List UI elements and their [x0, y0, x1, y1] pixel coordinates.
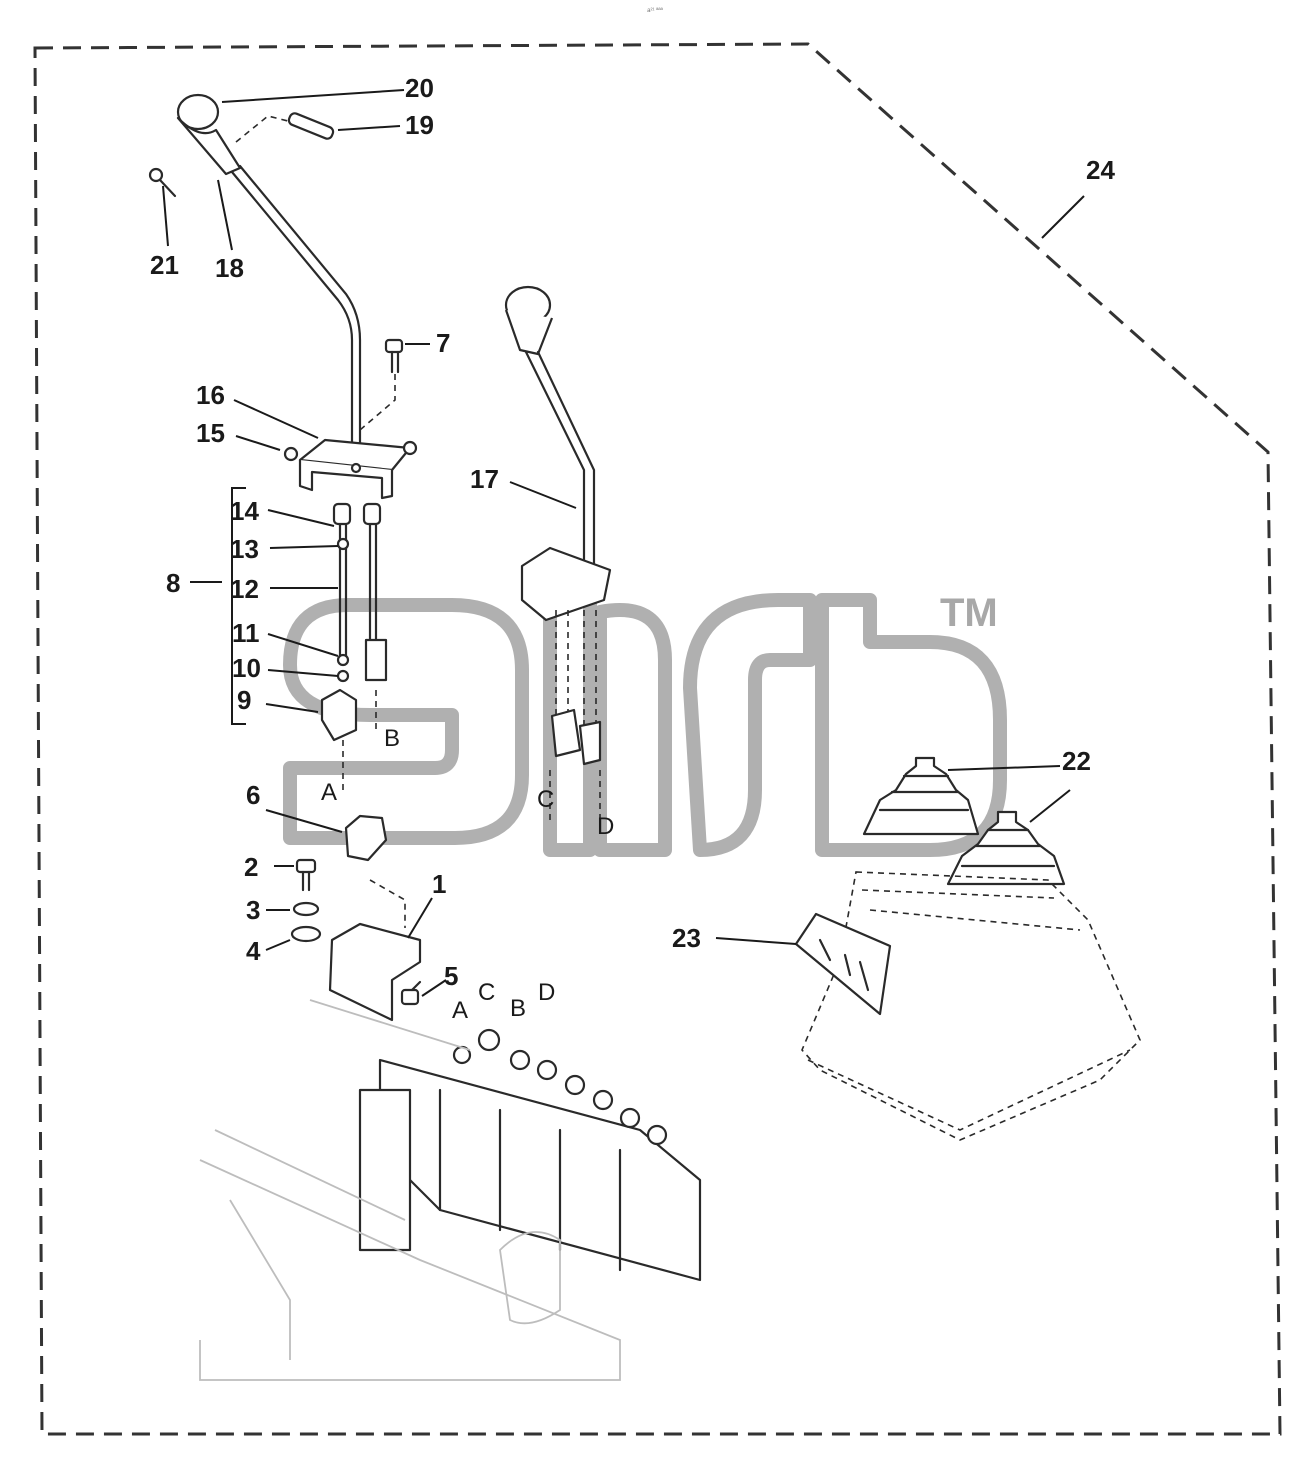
knob-20: [176, 93, 242, 176]
rod-12a: [338, 508, 348, 662]
clevis-b: [364, 638, 388, 682]
adapter-6: [344, 814, 388, 862]
callout-21: 21: [150, 250, 179, 280]
callout-7: 7: [436, 328, 450, 358]
callout-16: 16: [196, 380, 225, 410]
port-c-rod: C: [537, 786, 554, 813]
watermark-tm: TM: [940, 591, 998, 635]
pin-19: [287, 112, 335, 140]
callout-9: 9: [237, 685, 251, 715]
lever-17: [504, 285, 612, 820]
callout-5: 5: [444, 961, 458, 991]
port-c-valve: C: [478, 979, 495, 1006]
nut-15b: [402, 440, 418, 456]
bracket-16: [298, 438, 412, 500]
boot-22b: [946, 810, 1066, 886]
callout-13: 13: [230, 534, 259, 564]
callout-24: 24: [1086, 155, 1115, 185]
port-d-valve: D: [538, 979, 555, 1006]
bolt-2: [295, 858, 317, 892]
lever-18: [230, 164, 362, 454]
callout-18: 18: [215, 253, 244, 283]
callout-11: 11: [232, 618, 260, 648]
callout-12: 12: [230, 574, 259, 604]
nut-13: [336, 537, 350, 551]
port-a-rod: A: [321, 779, 337, 806]
washer-3: [292, 901, 320, 917]
callout-10: 10: [232, 653, 261, 683]
callout-23: 23: [672, 923, 701, 953]
decal-23: [794, 912, 892, 1016]
bracket-8: [231, 487, 246, 725]
washer-4: [290, 925, 322, 943]
callout-15: 15: [196, 418, 225, 448]
machine-frame: [199, 999, 621, 1381]
bolt-5: [400, 980, 422, 1006]
screw-21: [148, 167, 177, 198]
kit-border: [33, 42, 1282, 1436]
rod-12b: [368, 508, 378, 642]
nut-15a: [283, 446, 299, 462]
callout-8: 8: [166, 568, 180, 598]
callout-14: 14: [230, 496, 259, 526]
callout-6: 6: [246, 780, 260, 810]
callout-3: 3: [246, 895, 260, 925]
callout-2: 2: [244, 852, 258, 882]
port-a-valve: A: [452, 997, 468, 1024]
port-b-valve: B: [510, 995, 526, 1022]
callout-19: 19: [405, 110, 434, 140]
callout-20: 20: [405, 73, 434, 103]
bolt-7: [359, 338, 404, 431]
console-cover: [801, 871, 1141, 1141]
boot-22a: [862, 756, 980, 836]
callout-4: 4: [246, 936, 261, 966]
callout-22: 22: [1062, 746, 1091, 776]
header-mark: a²¹ ªªª: [647, 7, 663, 14]
washer-10: [336, 669, 350, 683]
clevis-9: [320, 688, 358, 742]
port-d-rod: D: [597, 813, 614, 840]
callout-17: 17: [470, 464, 499, 494]
callout-1: 1: [432, 869, 446, 899]
bracket-1: [328, 922, 422, 1022]
port-b-rod: B: [384, 725, 400, 752]
nut-11: [336, 653, 350, 667]
control-valve: [358, 1028, 702, 1282]
